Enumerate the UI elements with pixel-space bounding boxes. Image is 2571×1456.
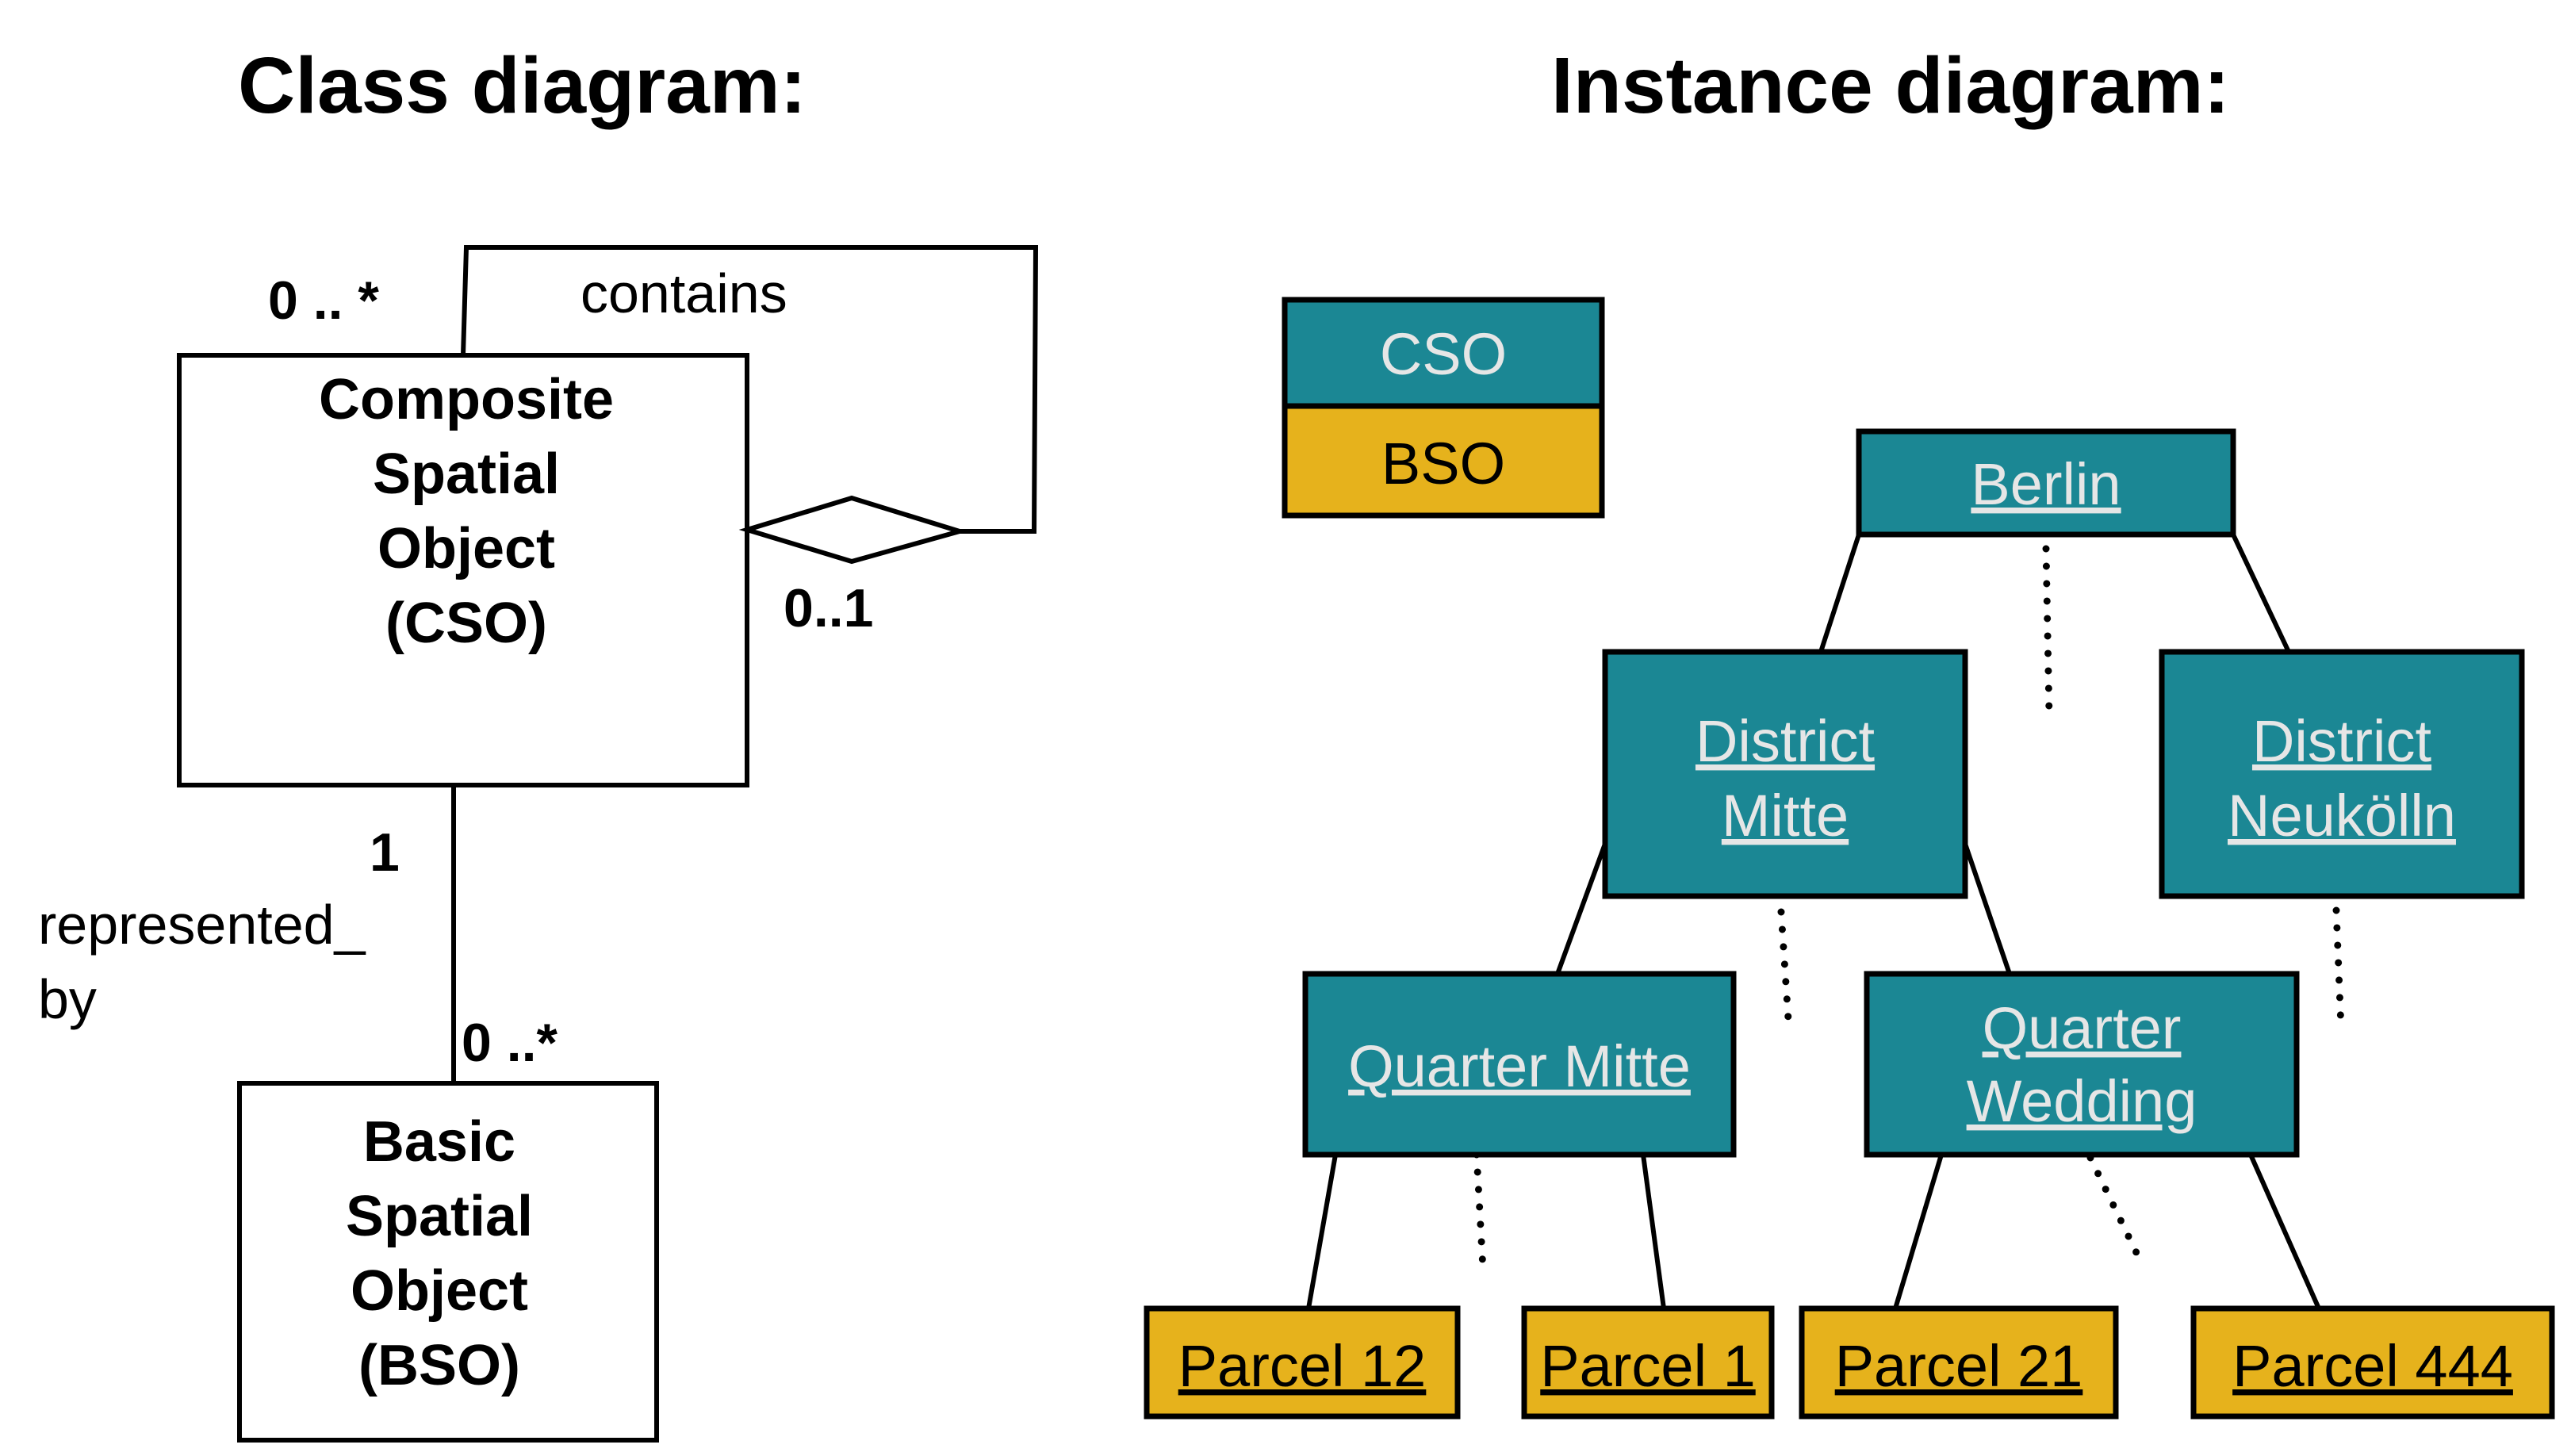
instance-parcel-1-box (1521, 1305, 1775, 1420)
class-diagram-title: Class diagram: (238, 41, 807, 130)
instance-district-mitte-line-1: District (1695, 708, 1876, 774)
bso-class-line-1: Basic (363, 1110, 515, 1174)
ellipsis-dots (1473, 545, 2345, 1273)
instance-district-neukolln-line-1: District (2252, 708, 2432, 774)
aggregation-diamond (738, 495, 968, 565)
link-berlin-district-mitte (1818, 534, 1861, 653)
instance-berlin-box (1856, 428, 2236, 538)
instance-district-mitte-line-2: Mitte (1722, 783, 1849, 849)
link-quarter-mitte-parcel-12 (1306, 1154, 1338, 1309)
instance-diagram-title: Instance diagram: (1551, 41, 2230, 130)
legend-cso-label: CSO (1380, 321, 1507, 387)
link-quarter-wedding-parcel-444 (2248, 1153, 2321, 1310)
instance-quarter-mitte-label: Quarter Mitte (1348, 1033, 1691, 1099)
instance-parcel-21-label: Parcel 21 (1835, 1333, 2083, 1399)
dots-quarter-mitte (1473, 1151, 1487, 1273)
link-district-mitte-quarter-mitte (1555, 842, 1607, 975)
bso-class-line-4: (BSO) (358, 1334, 520, 1397)
legend-cso-swatch (1282, 297, 1605, 409)
contains-multiplicity-diamond: 0..1 (784, 578, 873, 638)
instance-quarter-wedding-box (1864, 971, 2300, 1158)
legend-bso-label: BSO (1381, 431, 1505, 496)
contains-association-line (461, 245, 1039, 534)
cso-class-line-4: (CSO) (385, 592, 547, 655)
legend-bso-swatch (1282, 403, 1605, 519)
instance-parcel-444-label: Parcel 444 (2232, 1333, 2513, 1399)
instance-quarter-wedding-line-1: Quarter (1983, 995, 2182, 1061)
represented-multiplicity-bottom: 0 ..* (462, 1013, 557, 1073)
cso-class-line-1: Composite (319, 368, 614, 431)
link-quarter-mitte-parcel-1 (1641, 1154, 1666, 1309)
link-quarter-wedding-parcel-21 (1893, 1154, 1944, 1309)
represented-multiplicity-top: 1 (370, 822, 400, 883)
bso-class-line-3: Object (351, 1259, 528, 1323)
dots-berlin (2042, 545, 2053, 719)
instance-parcel-12-box (1144, 1305, 1461, 1420)
dots-district-mitte (1777, 908, 1793, 1035)
link-berlin-district-neukolln (2231, 533, 2291, 653)
instance-parcel-444-box (2190, 1305, 2555, 1420)
bso-class-box (237, 1081, 659, 1443)
instance-parcel-1-label: Parcel 1 (1540, 1333, 1755, 1399)
represented-by-label-line-2: by (38, 968, 97, 1030)
contains-multiplicity-top: 0 .. * (268, 270, 379, 331)
instance-parcel-21-box (1799, 1305, 2119, 1420)
instance-quarter-wedding-line-2: Wedding (1967, 1068, 2197, 1134)
instance-links (1306, 533, 2321, 1310)
represented-by-label-line-1: represented_ (38, 894, 366, 956)
bso-class-line-2: Spatial (346, 1185, 533, 1248)
dots-quarter-wedding (2086, 1154, 2145, 1266)
instance-district-mitte-box (1602, 649, 1968, 899)
link-district-mitte-quarter-wedding (1963, 843, 2012, 975)
instance-quarter-mitte-box (1302, 971, 1737, 1158)
cso-class-box (177, 353, 749, 787)
instance-district-neukolln-line-2: Neukölln (2228, 783, 2456, 849)
instance-berlin-label: Berlin (1971, 451, 2121, 517)
instance-parcel-12-label: Parcel 12 (1178, 1333, 1427, 1399)
instance-district-neukolln-box (2159, 649, 2525, 899)
dots-district-neukolln (2332, 906, 2345, 1032)
cso-class-line-3: Object (377, 517, 555, 580)
cso-class-line-2: Spatial (373, 443, 560, 506)
contains-label: contains (580, 262, 787, 324)
